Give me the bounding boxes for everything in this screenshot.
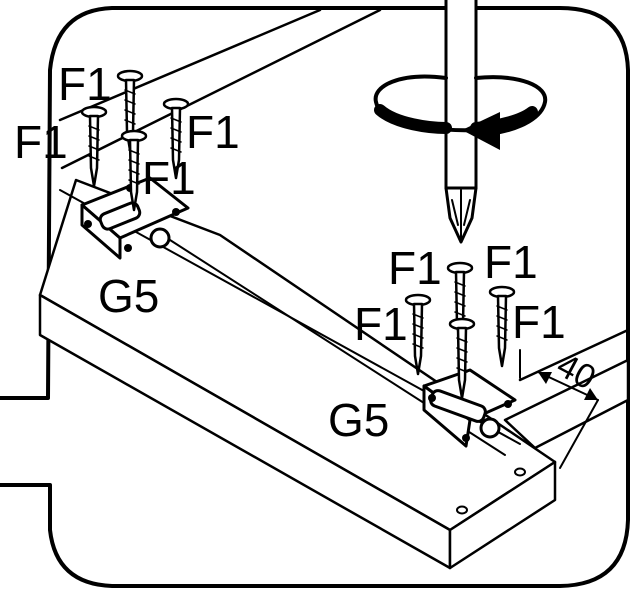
board (38, 178, 630, 570)
screw-label: F1 (142, 152, 196, 204)
screw-icon (80, 105, 108, 188)
board-hole (456, 505, 468, 515)
screw-label: F1 (354, 298, 408, 350)
screw-label: F1 (512, 296, 566, 348)
hinge-label: G5 (98, 270, 159, 322)
screw-label: F1 (484, 236, 538, 288)
screw-icon (404, 293, 432, 376)
screw-icon (120, 129, 148, 212)
screw-label: F1 (58, 58, 112, 110)
illustration-frame (0, 6, 630, 588)
hinge-label: G5 (328, 394, 389, 446)
hinge-icon (422, 368, 517, 448)
rotation-arrow-icon (373, 74, 548, 150)
screw-icon (162, 97, 190, 180)
screw-label: F1 (14, 116, 68, 168)
screw-icon (488, 285, 516, 368)
screw-label: F1 (388, 242, 442, 294)
board-hole (514, 467, 526, 477)
screwdriver-icon (444, 0, 478, 244)
screw-icon (448, 317, 476, 400)
screw-label: F1 (186, 106, 240, 158)
